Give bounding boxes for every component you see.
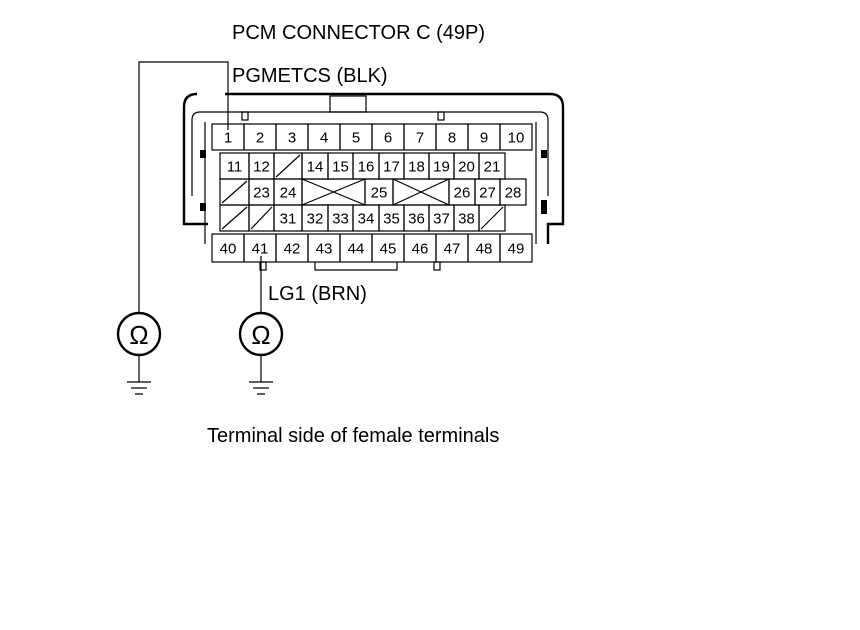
terminal-number: 5: [352, 130, 360, 147]
terminal-number: 20: [458, 159, 475, 176]
connector-housing: [182, 92, 565, 271]
terminal-number: 16: [358, 159, 375, 176]
terminal-number: 48: [476, 241, 493, 258]
terminal-number: 42: [284, 241, 301, 258]
terminal-number: 25: [371, 185, 388, 202]
blank-cavity-slash: [275, 154, 301, 178]
terminal-number: 24: [280, 185, 297, 202]
terminal-number: 34: [358, 211, 375, 228]
meter-symbol: Ω: [129, 320, 148, 350]
terminal-number: 45: [380, 241, 397, 258]
terminal-number: 23: [253, 185, 270, 202]
ohmmeter-icon: Ω: [238, 311, 284, 357]
blank-cavity-slash: [221, 180, 248, 204]
terminal-number: 44: [348, 241, 365, 258]
blank-cavity-slash: [250, 206, 273, 230]
terminal-number: 37: [433, 211, 450, 228]
terminal-number: 49: [508, 241, 525, 258]
terminal-number: 8: [448, 130, 456, 147]
terminal-number: 32: [307, 211, 324, 228]
wire-label-pgmetcs: PGMETCS (BLK): [232, 65, 388, 87]
terminal-number: 10: [508, 130, 525, 147]
terminal-number: 15: [332, 159, 349, 176]
terminal-number: 46: [412, 241, 429, 258]
terminal-number: 11: [227, 159, 243, 176]
terminal-number: 12: [253, 159, 270, 176]
terminal-number: 14: [307, 159, 324, 176]
terminal-number: 36: [408, 211, 425, 228]
terminal-number: 6: [384, 130, 392, 147]
terminal-number: 3: [288, 130, 296, 147]
terminal-number: 17: [383, 159, 400, 176]
terminal-number: 2: [256, 130, 264, 147]
ohmmeter-icon: Ω: [116, 311, 162, 357]
terminal-number: 4: [320, 130, 328, 147]
terminal-number: 7: [416, 130, 424, 147]
key-cavity-cross: [392, 178, 450, 206]
meter-symbol: Ω: [251, 320, 270, 350]
ground-icon: [249, 355, 273, 395]
probe-lead-pgmetcs: [138, 61, 229, 314]
blank-cavity-slash: [480, 206, 504, 230]
terminal-number: 28: [505, 185, 522, 202]
terminal-number: 18: [408, 159, 425, 176]
terminal-number: 40: [220, 241, 237, 258]
caption: Terminal side of female terminals: [207, 425, 499, 447]
terminal-number: 47: [444, 241, 461, 258]
ground-icon: [127, 355, 151, 395]
terminal-number: 26: [454, 185, 471, 202]
terminal-number: 27: [479, 185, 496, 202]
blank-cavity-slash: [221, 206, 248, 230]
terminal-cell: [499, 178, 527, 206]
terminal-cell: [499, 123, 533, 151]
terminal-number: 21: [484, 159, 501, 176]
terminal-number: 43: [316, 241, 333, 258]
terminal-cell: [499, 233, 533, 263]
terminal-number: 35: [383, 211, 400, 228]
terminal-number: 38: [458, 211, 475, 228]
terminal-number: 31: [280, 211, 297, 228]
connector-title: PCM CONNECTOR C (49P): [232, 22, 485, 44]
terminal-number: 19: [433, 159, 450, 176]
terminal-number: 41: [252, 241, 269, 258]
key-cavity-cross: [301, 178, 366, 206]
blank-cavity: [478, 204, 506, 232]
terminal-number: 33: [332, 211, 349, 228]
wire-label-lg1: LG1 (BRN): [268, 283, 367, 305]
terminal-number: 1: [224, 130, 232, 147]
terminal-number: 9: [480, 130, 488, 147]
